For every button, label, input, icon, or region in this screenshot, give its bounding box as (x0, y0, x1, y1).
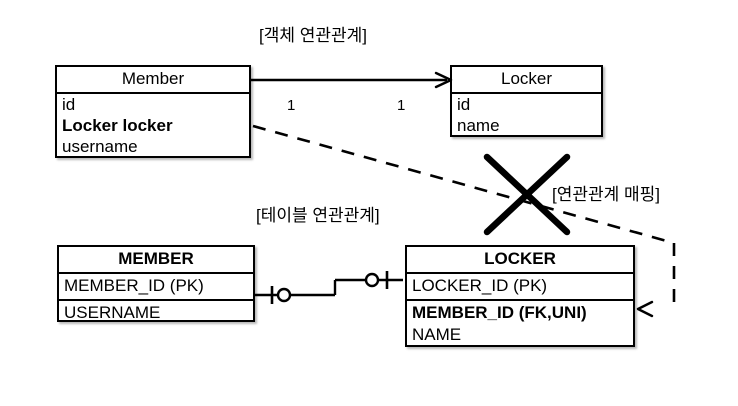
caption-relation-mapping: [연관관계 매핑] (552, 185, 661, 204)
class-attr-locker-name: name (457, 116, 500, 135)
table-row-member-username: USERNAME (64, 303, 161, 322)
arrow-icon (636, 300, 654, 318)
table-box-locker[interactable]: LOCKER LOCKER_ID (PK) MEMBER_ID (FK,UNI)… (405, 245, 635, 347)
one-optional-connector-right (364, 271, 389, 289)
class-title-locker: Locker (452, 67, 601, 94)
caption-object-relation: [객체 연관관계] (259, 26, 368, 45)
class-attr-member-username: username (62, 137, 138, 156)
table-cell-locker-name: NAME (412, 325, 462, 344)
caption-table-relation: [테이블 연관관계] (256, 206, 380, 225)
association-arrow-member-locker (251, 71, 453, 89)
class-title-member: Member (57, 67, 249, 94)
table-title-member: MEMBER (59, 247, 253, 274)
class-box-locker[interactable]: Locker id name (450, 65, 603, 137)
table-title-locker: LOCKER (407, 247, 633, 274)
table-row-member-id: MEMBER_ID (PK) (59, 274, 253, 301)
table-cell-locker-member-fk: MEMBER_ID (FK,UNI) (412, 303, 587, 322)
multiplicity-source-one: 1 (287, 97, 296, 114)
class-attr-member-id: id (62, 95, 76, 114)
arrow-icon (434, 71, 453, 89)
class-box-member[interactable]: Member id Locker locker username (55, 65, 251, 158)
table-row-locker-fk: MEMBER_ID (FK,UNI) NAME (407, 301, 633, 347)
table-row-locker-id: LOCKER_ID (PK) (407, 274, 633, 301)
class-attr-locker-id: id (457, 95, 471, 114)
class-attr-member-locker: Locker locker (62, 116, 173, 135)
table-box-member[interactable]: MEMBER MEMBER_ID (PK) USERNAME (57, 245, 255, 322)
multiplicity-target-one: 1 (397, 97, 406, 114)
one-optional-connector-left (270, 286, 292, 304)
class-attributes-locker: id name (452, 94, 601, 136)
table-relation-connector (255, 271, 403, 304)
class-attributes-member: id Locker locker username (57, 94, 249, 157)
